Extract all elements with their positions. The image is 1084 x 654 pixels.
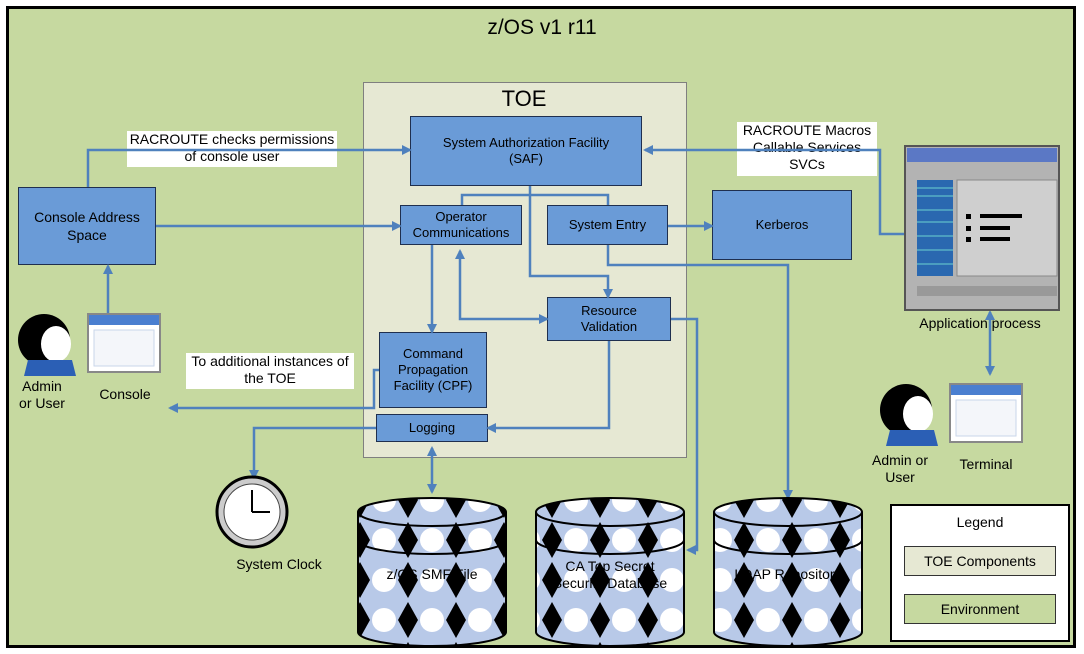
system-entry-box: System Entry (547, 205, 668, 245)
operator-communications-box: Operator Communications (400, 205, 522, 245)
cpf-box: Command Propagation Facility (CPF) (379, 332, 487, 408)
legend: Legend TOE Components Environment (890, 504, 1070, 642)
toe-title: TOE (501, 86, 547, 111)
arrow-app-to-saf (643, 145, 905, 236)
diagram-title: z/OS v1 r11 (487, 16, 597, 39)
line-saf-internal (460, 193, 610, 205)
operator-communications-label: Operator Communications (412, 209, 510, 240)
terminal-label: Terminal (959, 456, 1013, 472)
arrow-cpf-to-instances (168, 368, 379, 413)
smf-database-label: z/OS SMF File (386, 566, 478, 582)
admin-user-left-label: Admin or User (19, 378, 65, 411)
arrow-console-to-saf (86, 145, 412, 187)
admin-user-right-icon (880, 384, 938, 446)
legend-toe-components: TOE Components (904, 546, 1056, 576)
cpf-label: Command Propagation Facility (CPF) (393, 346, 473, 393)
system-clock-icon (215, 475, 289, 549)
arrow-logging-to-clock (249, 426, 376, 480)
security-database (535, 497, 685, 647)
application-process-label: Application process (919, 315, 1041, 331)
smf-database (357, 497, 507, 647)
arrow-sysentry-to-ldap (606, 245, 793, 500)
ldap-database (713, 497, 863, 647)
console-label: Console (99, 386, 151, 402)
system-clock-label: System Clock (236, 556, 322, 572)
arrow-saf-to-resval (528, 186, 613, 299)
application-process-icon (904, 145, 1060, 311)
system-entry-label: System Entry (568, 217, 647, 232)
console-window-icon (87, 313, 161, 373)
arrow-resval-to-logging (486, 341, 611, 433)
admin-user-left-icon (18, 314, 76, 376)
ldap-database-label: LDAP Repository (734, 566, 842, 582)
logging-box: Logging (376, 414, 488, 442)
console-address-space-label: Console Address Space (34, 209, 140, 243)
resource-validation-label: Resource Validation (580, 303, 638, 334)
admin-user-right-label: Admin or User (871, 452, 929, 485)
legend-environment: Environment (904, 594, 1056, 624)
security-database-label: CA Top Secret Security Database (552, 558, 668, 591)
logging-label: Logging (408, 420, 456, 435)
legend-title: Legend (956, 514, 1004, 530)
additional-instances-label: To additional instances of the TOE (186, 353, 354, 389)
console-address-space-box: Console Address Space (18, 187, 156, 265)
terminal-window-icon (949, 383, 1023, 443)
arrow-opcomm-resval (455, 249, 549, 324)
kerberos-label: Kerberos (755, 217, 809, 232)
saf-label: System Authorization Facility (SAF) (442, 135, 610, 166)
arrow-resval-to-secdb (671, 317, 699, 555)
